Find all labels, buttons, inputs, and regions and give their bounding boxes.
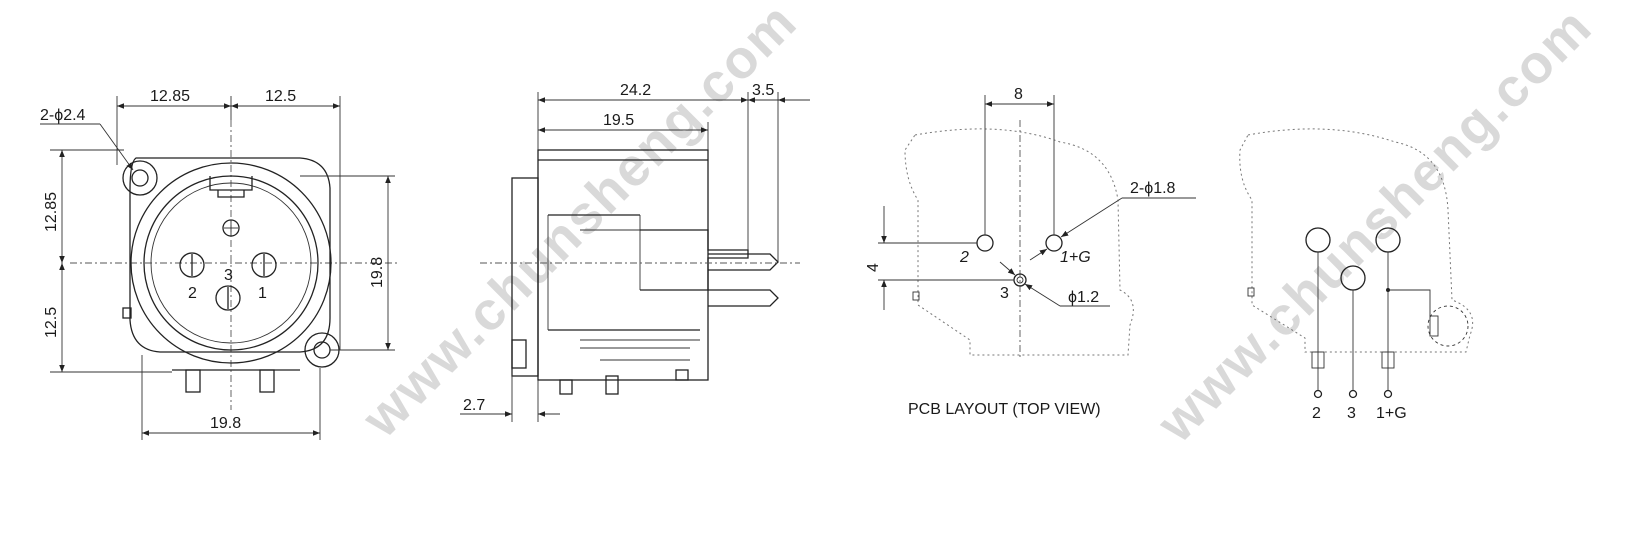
pcb-callout-small-leader	[1024, 283, 1061, 307]
pcb-pin-label-2: 2	[959, 249, 969, 266]
pcb-callout-large-leader	[1060, 197, 1123, 238]
rear-tab	[1247, 287, 1255, 297]
rear-foot-1g	[1381, 351, 1395, 369]
watermark-2: www.chunsheng.com	[1145, 0, 1603, 454]
side-view: 24.2 3.5 19.5 2.7	[460, 82, 810, 422]
front-hole-callout: 2-ϕ2.4	[40, 107, 86, 124]
side-foot-2	[605, 375, 619, 395]
pcb-pad-2	[976, 234, 994, 252]
pcb-callout-small-leader-2	[999, 261, 1016, 276]
front-pin-label-2: 2	[188, 285, 197, 302]
front-dim-left-lower-label: 12.5	[43, 307, 60, 338]
pcb-callout-large-leader-2	[1029, 248, 1048, 261]
front-dim-right-label: 19.8	[369, 257, 386, 288]
front-outer-ring	[130, 162, 332, 364]
pcb-layout: 2 1+G 3 8 4 2-ϕ1.8 ϕ1.2 PCB LAYOUT (TOP …	[865, 86, 1196, 418]
pcb-callout-small: ϕ1.2	[1068, 289, 1099, 306]
side-foot-1	[559, 379, 573, 395]
front-pin-label-1: 1	[258, 285, 267, 302]
front-view: 3 2 1 12.85 12.5 2-ϕ2.4 12.85 12.5 19.8 …	[40, 88, 400, 440]
front-pin-3	[215, 285, 241, 311]
pcb-dim-offset-label: 4	[865, 263, 882, 272]
side-dim-flange-label: 2.7	[463, 397, 485, 414]
pcb-dim-spacing-label: 8	[1014, 86, 1023, 103]
pcb-pin-label-3: 3	[1000, 285, 1009, 302]
front-foot-2	[259, 369, 275, 393]
side-pin-upper	[708, 253, 779, 271]
side-dim-total-label: 24.2	[620, 82, 651, 99]
pcb-caption: PCB LAYOUT (TOP VIEW)	[908, 401, 1101, 418]
side-foot-3	[675, 369, 689, 381]
rear-ground-lead	[1388, 289, 1431, 316]
side-flange-lip	[511, 339, 527, 369]
front-flange	[129, 157, 331, 353]
rear-ring	[1427, 305, 1469, 347]
side-rear-block	[640, 229, 749, 291]
side-dim-body-label: 19.5	[603, 112, 634, 129]
rear-pin-label-3: 3	[1347, 405, 1356, 422]
front-dim-bottom-label: 19.8	[210, 415, 241, 432]
pcb-callout-large: 2-ϕ1.8	[1130, 180, 1176, 197]
rear-foot-2	[1311, 351, 1325, 369]
rear-view: 2 3 1+G	[1239, 128, 1474, 422]
rear-pin-label-1g: 1+G	[1376, 405, 1407, 422]
pcb-pin-label-1g: 1+G	[1060, 249, 1091, 266]
side-pin-lower	[708, 289, 779, 307]
mount-hole-bottom-right-inner	[313, 341, 331, 359]
front-tab-left	[122, 307, 132, 319]
front-inner-ring-2	[150, 182, 312, 344]
mount-hole-top-left-inner	[131, 169, 149, 187]
rear-term-2	[1313, 389, 1323, 399]
front-dim-top-right-label: 12.5	[265, 88, 296, 105]
watermark-1: www.chunsheng.com	[350, 0, 808, 449]
front-latch-2	[217, 190, 245, 198]
pcb-pad-3-inner	[1016, 276, 1024, 284]
rear-outline	[1239, 128, 1474, 353]
front-inner-ring	[143, 175, 319, 351]
front-pin-1	[251, 252, 277, 278]
rear-ground-dot	[1386, 288, 1390, 292]
front-dim-left-upper-label: 12.85	[43, 192, 60, 232]
side-dim-pin-label: 3.5	[752, 82, 774, 99]
front-hole-leader	[99, 123, 134, 171]
mount-hole-top-left	[122, 160, 158, 196]
front-latch	[209, 176, 253, 191]
rear-term-1g	[1383, 389, 1393, 399]
front-foot-1	[185, 369, 201, 393]
front-screw	[222, 219, 240, 237]
pcb-outline	[904, 128, 1134, 356]
rear-clip	[1429, 315, 1439, 337]
rear-term-3	[1348, 389, 1358, 399]
pcb-tab	[912, 291, 920, 301]
front-pin-2	[179, 252, 205, 278]
front-pin-label-3: 3	[224, 267, 233, 284]
rear-pin-label-2: 2	[1312, 405, 1321, 422]
front-dim-top-left-label: 12.85	[150, 88, 190, 105]
